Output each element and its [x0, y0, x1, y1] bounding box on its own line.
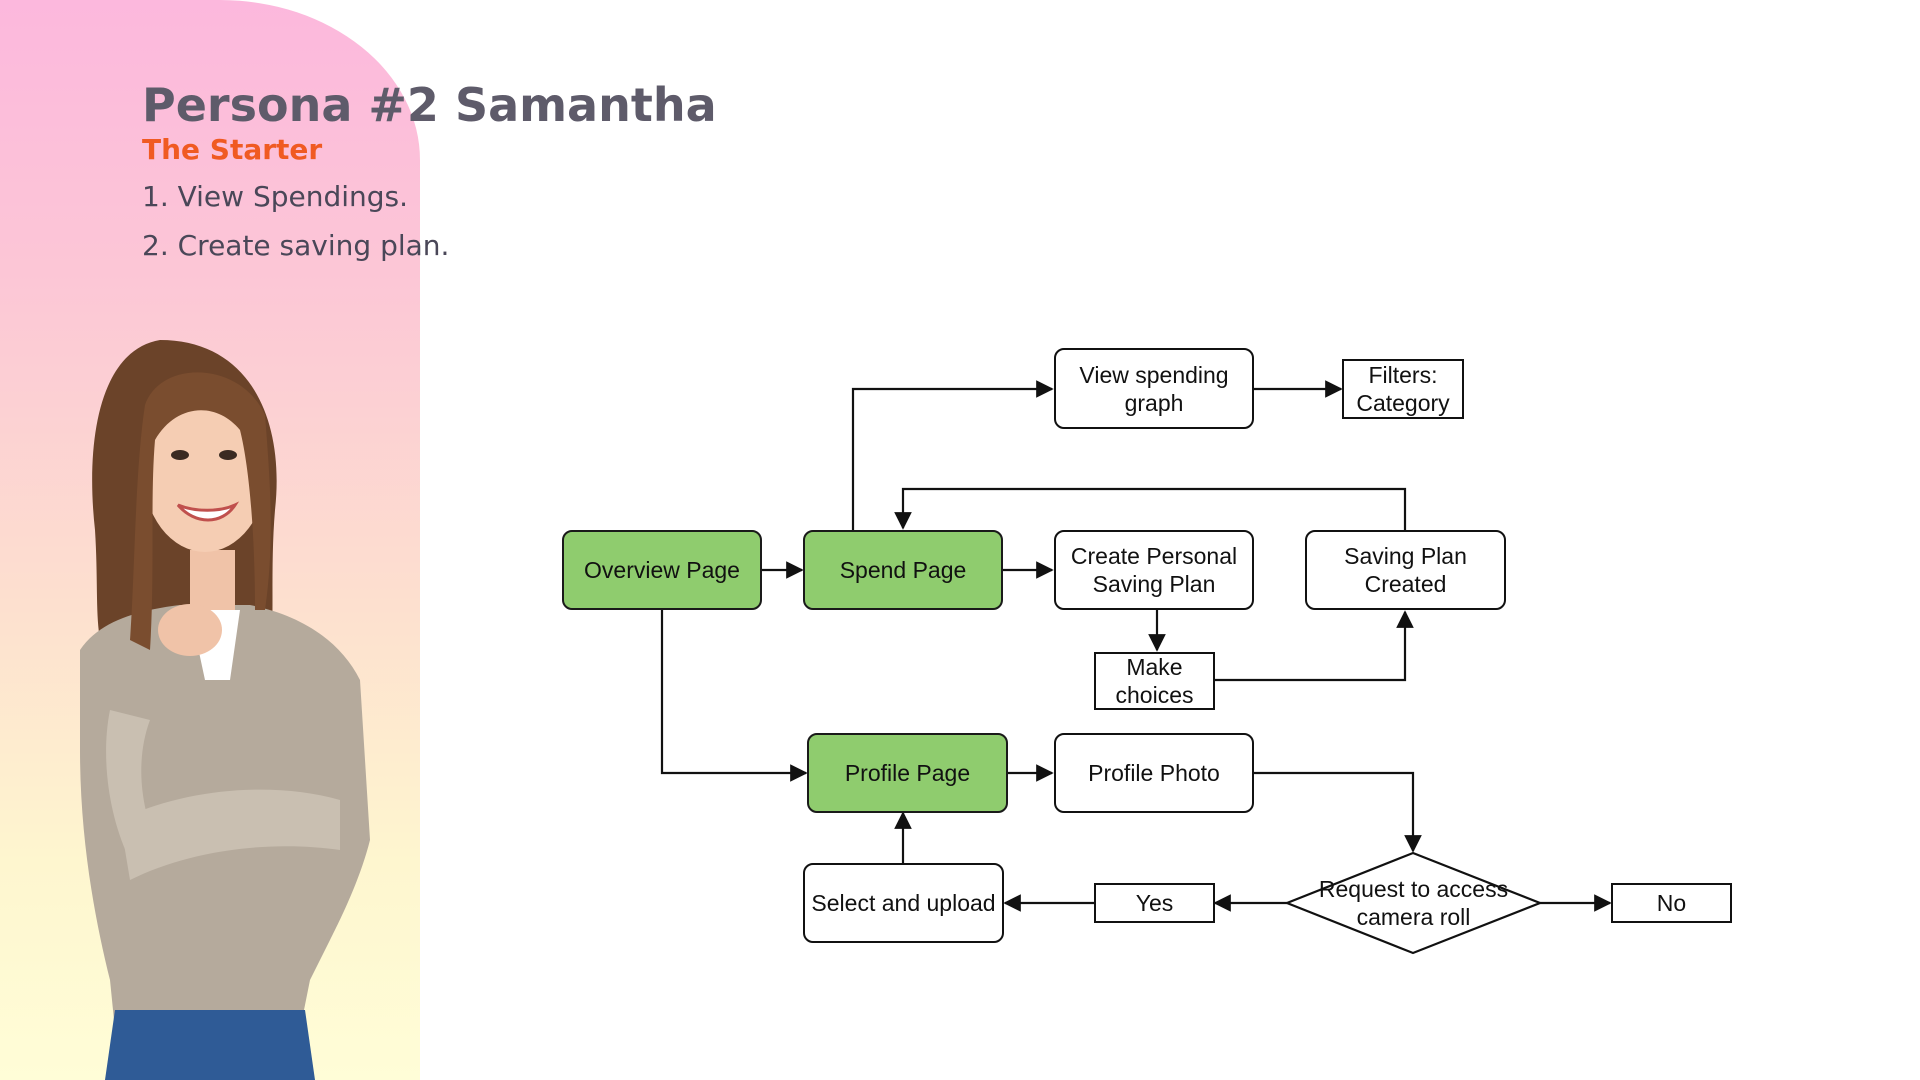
persona-subtitle: The Starter [142, 133, 323, 166]
decision-diamond [1284, 851, 1544, 955]
woman-portrait-illustration [80, 340, 370, 1080]
node-create-saving-plan: Create Personal Saving Plan [1054, 530, 1254, 610]
node-request-camera-roll: Request to access camera roll [1318, 876, 1509, 930]
edge-choices-created [1215, 610, 1414, 682]
node-overview-page: Overview Page [562, 530, 762, 610]
node-no: No [1611, 883, 1732, 923]
goal-item: 1. View Spendings. [142, 180, 409, 213]
node-profile-page: Profile Page [807, 733, 1008, 813]
edge-overview-profile [660, 610, 808, 782]
node-profile-photo: Profile Photo [1054, 733, 1254, 813]
node-select-and-upload: Select and upload [803, 863, 1004, 943]
page-title: Persona #2 Samantha [142, 78, 717, 132]
edge-created-spend [894, 487, 1407, 530]
node-make-choices: Make choices [1094, 652, 1215, 710]
goal-item: 2. Create saving plan. [142, 229, 450, 262]
node-spend-page: Spend Page [803, 530, 1003, 610]
node-filters-category: Filters: Category [1342, 359, 1464, 419]
node-view-spending-graph: View spending graph [1054, 348, 1254, 429]
edge-photo-request [1254, 771, 1422, 853]
edge-spend-view [851, 380, 1054, 530]
node-yes: Yes [1094, 883, 1215, 923]
node-saving-plan-created: Saving Plan Created [1305, 530, 1506, 610]
